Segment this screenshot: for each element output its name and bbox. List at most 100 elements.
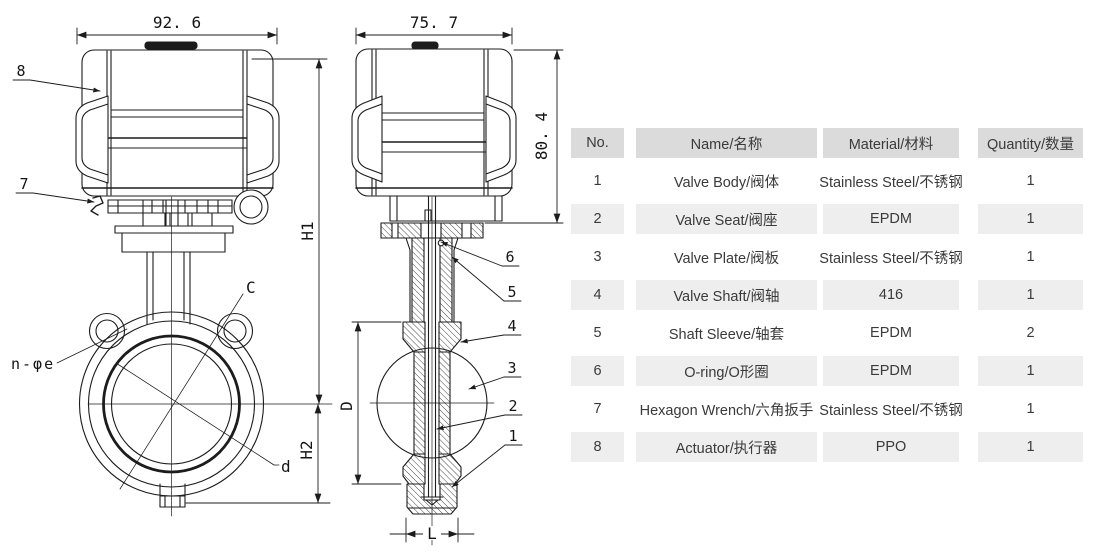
cell-material: PPO — [823, 432, 959, 462]
cell-name: O-ring/O形圈 — [636, 356, 817, 386]
cell-material: EPDM — [823, 356, 959, 386]
cell-quantity: 1 — [1026, 401, 1035, 417]
callout-6-leader — [440, 241, 503, 267]
callout-1-leader — [451, 444, 506, 488]
cell-no: 7 — [593, 401, 602, 417]
dim-80-4-label: 80. 4 — [532, 112, 551, 160]
dim-d-label: D — [337, 401, 356, 411]
cell-quantity: 1 — [978, 432, 1083, 462]
cell-quantity: 1 — [978, 280, 1083, 310]
callout-3: 3 — [507, 359, 516, 377]
callout-5-leader — [451, 256, 505, 302]
front-left-clip-inner — [81, 103, 109, 176]
callout-3-leader — [468, 376, 505, 390]
cell-quantity: 1 — [1026, 249, 1035, 265]
cell-name: Actuator/执行器 — [636, 432, 817, 462]
neck-section — [405, 237, 459, 323]
callout-8: 8 — [16, 62, 25, 80]
table-row: 7 Hexagon Wrench/六角扳手 Stainless Steel/不锈… — [571, 394, 1083, 424]
cell-material: EPDM — [823, 204, 959, 234]
side-left-clip-inner — [357, 103, 383, 175]
cell-name: Shaft Sleeve/轴套 — [668, 326, 785, 343]
cell-no: 5 — [593, 325, 602, 341]
table-row: 3 Valve Plate/阀板 Stainless Steel/不锈钢 1 — [571, 242, 1083, 272]
cell-material: EPDM — [870, 325, 912, 341]
callout-2: 2 — [508, 397, 517, 415]
cell-material: Stainless Steel/不锈钢 — [819, 174, 963, 191]
bottom-tab — [159, 483, 186, 508]
cell-name: Hexagon Wrench/六角扳手 — [639, 402, 814, 419]
callout-7: 7 — [19, 175, 28, 193]
dim-height-side — [484, 49, 564, 224]
hexagon-wrench — [90, 195, 104, 216]
flange-lugs — [88, 312, 254, 350]
dim-h2-label: H2 — [297, 440, 316, 459]
dim-base-width — [389, 517, 475, 543]
callout-5: 5 — [507, 283, 516, 301]
cell-quantity: 2 — [1026, 325, 1035, 341]
front-right-clip — [246, 95, 280, 184]
dim-h1-label: H1 — [298, 221, 317, 240]
cell-name: Valve Body/阀体 — [673, 174, 780, 191]
upper-hub — [402, 321, 462, 353]
dim-l-label: L — [427, 524, 437, 543]
side-actuator-body — [351, 41, 517, 197]
front-actuator-body — [75, 41, 280, 197]
front-view — [12, 27, 333, 517]
callout-4-leader — [460, 334, 505, 344]
l-text-pad — [423, 526, 441, 540]
front-left-clip — [75, 95, 109, 184]
callout-6: 6 — [505, 248, 514, 266]
callout-2-leader — [436, 414, 506, 431]
dim-width-front — [76, 27, 278, 45]
dim-width-side — [355, 27, 513, 45]
cell-quantity: 1 — [978, 204, 1083, 234]
dim-92-6-label: 92. 6 — [153, 13, 201, 32]
cell-no: 6 — [571, 356, 624, 386]
cell-name: Valve Plate/阀板 — [673, 250, 780, 267]
dim-disc — [351, 321, 402, 485]
cell-name: Valve Shaft/阀轴 — [636, 280, 817, 310]
side-bracket — [389, 195, 503, 222]
mounting-plate — [380, 222, 484, 239]
col-header-material: Material/材料 — [823, 128, 959, 158]
table-header-row: No. Name/名称 Material/材料 Quantity/数量 — [571, 128, 1083, 158]
callout-4: 4 — [507, 317, 516, 335]
cell-no: 2 — [571, 204, 624, 234]
cell-material: Stainless Steel/不锈钢 — [819, 402, 963, 419]
table-row: 8 Actuator/执行器 PPO 1 — [571, 432, 1083, 462]
wrench-lug — [233, 189, 269, 225]
table-row: 2 Valve Seat/阀座 EPDM 1 — [571, 204, 1083, 234]
front-stem — [146, 251, 191, 325]
col-header-name: Name/名称 — [636, 128, 817, 158]
cell-material: 416 — [823, 280, 959, 310]
side-view — [351, 27, 564, 546]
bore-label: d — [281, 457, 291, 476]
lower-hub — [402, 453, 462, 485]
bolt-circle-diagonal — [119, 293, 244, 490]
col-header-quantity: Quantity/数量 — [978, 128, 1083, 158]
cell-no: 1 — [593, 173, 602, 189]
cell-quantity: 1 — [978, 356, 1083, 386]
col-header-no: No. — [571, 128, 624, 158]
side-left-clip — [351, 95, 383, 183]
dim-75-7-label: 75. 7 — [410, 13, 458, 32]
valve-flange — [78, 311, 265, 497]
valve-seat-ring — [102, 334, 241, 474]
bore-diagonal — [115, 362, 275, 466]
side-right-clip — [485, 95, 517, 183]
bolt-holes-leader — [56, 328, 128, 364]
table-row: 1 Valve Body/阀体 Stainless Steel/不锈钢 1 — [571, 166, 1083, 196]
shaft-sleeve-left — [413, 351, 426, 455]
cell-no: 8 — [571, 432, 624, 462]
dim-h2 — [185, 403, 331, 504]
cell-quantity: 1 — [1026, 173, 1035, 189]
front-bracket — [90, 195, 234, 253]
bolt-holes-label: n-φe — [11, 355, 55, 373]
cell-no: 4 — [571, 280, 624, 310]
table-row: 6 O-ring/O形圈 EPDM 1 — [571, 356, 1083, 386]
parts-table: No. Name/名称 Material/材料 Quantity/数量 1 Va… — [571, 128, 1083, 470]
shaft-sleeve-right — [438, 351, 451, 455]
